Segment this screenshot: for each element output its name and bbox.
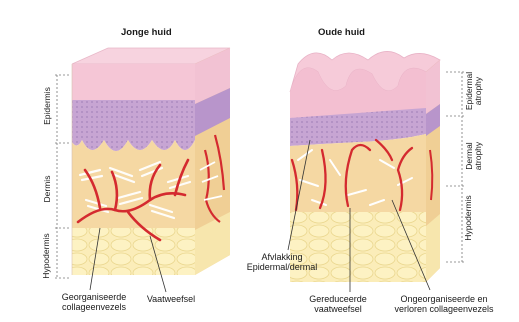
label-epidermal-atrophy-line2: atrophy [474,63,483,119]
label-epidermis: Epidermis [42,76,54,136]
caption-reduced-vascular-line1: Gereduceerde [298,294,378,304]
caption-flattening-line1: Afvlakking [240,252,324,262]
label-hypodermis-right: Hypodermis [463,183,475,253]
old-skin-title: Oude huid [318,27,365,38]
young-skin-title: Jonge huid [121,27,172,38]
caption-flattening-line2: Epidermal/dermal [240,262,324,272]
caption-reduced-vascular-line2: vaatweefsel [298,304,378,314]
old-skin-block [290,51,440,282]
caption-flattening: Afvlakking Epidermal/dermal [240,252,324,272]
caption-disorganized-collagen: Ongeorganiseerde en verloren collageenve… [384,294,504,314]
caption-disorganized-collagen-line2: verloren collageenvezels [384,304,504,314]
label-epidermal-atrophy: Epidermal atrophy [465,63,487,119]
label-dermal-atrophy-line2: atrophy [474,132,483,180]
caption-disorganized-collagen-line1: Ongeorganiseerde en [384,294,504,304]
young-epidermis-surface [72,64,195,104]
caption-vascular: Vaatweefsel [140,294,202,304]
caption-organized-collagen-line1: Georganiseerde [52,292,136,302]
caption-reduced-vascular: Gereduceerde vaatweefsel [298,294,378,314]
label-dermal-atrophy-text: Dermal atrophy [465,132,487,180]
label-dermis: Dermis [42,159,54,219]
caption-organized-collagen: Georganiseerde collageenvezels [52,292,136,312]
left-axis-guides [55,75,70,278]
label-hypodermis: Hypodermis [41,221,53,291]
caption-organized-collagen-line2: collageenvezels [52,302,136,312]
